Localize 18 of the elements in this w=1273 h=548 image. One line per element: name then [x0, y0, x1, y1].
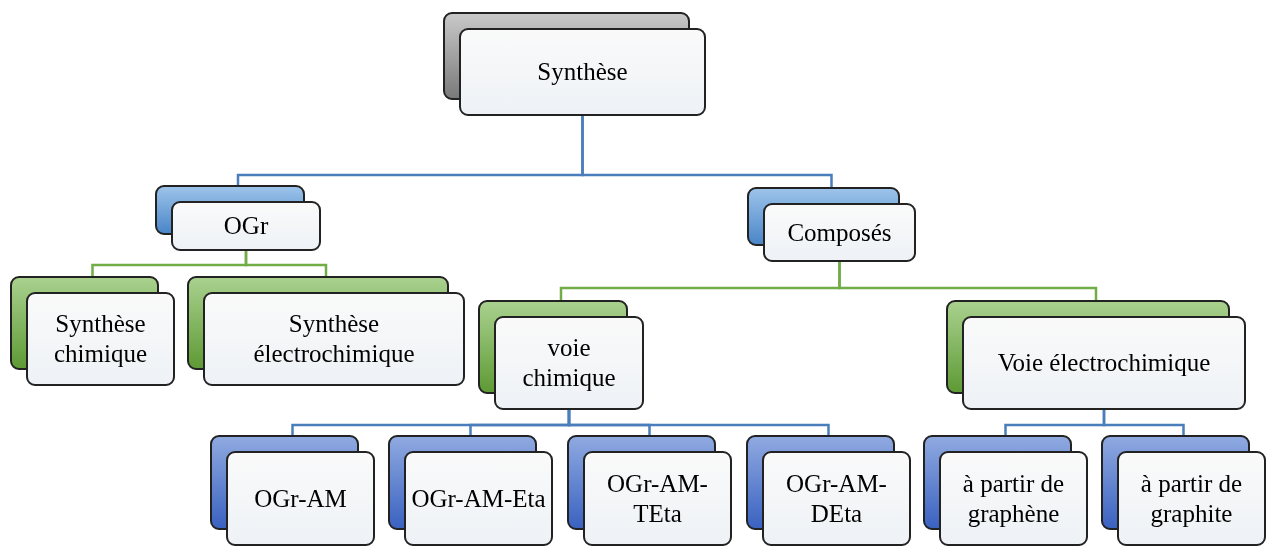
- node-label: OGr-AM: [253, 483, 348, 514]
- connector-line: [244, 251, 328, 276]
- node-label: OGr-AM-Eta: [410, 483, 547, 514]
- node-label: à partir de graphite: [1139, 468, 1244, 529]
- node-label: à partir de graphène: [961, 468, 1066, 529]
- node-label: Synthèse chimique: [53, 309, 148, 369]
- connector-line: [581, 116, 833, 187]
- connector-line: [1102, 410, 1185, 435]
- node-label: OGr-AM-DEta: [785, 468, 888, 529]
- node-label: Synthèse: [536, 57, 629, 87]
- connector-line: [838, 262, 1098, 300]
- connector-line: [567, 410, 830, 435]
- node-label: Voie électrochimique: [996, 348, 1212, 378]
- node-label: OGr-AM-TEta: [606, 468, 709, 529]
- node-label: voie chimique: [521, 333, 617, 393]
- node-label: OGr: [222, 211, 270, 241]
- node-label: Synthèse électrochimique: [252, 309, 416, 369]
- node-label: Composés: [786, 217, 893, 248]
